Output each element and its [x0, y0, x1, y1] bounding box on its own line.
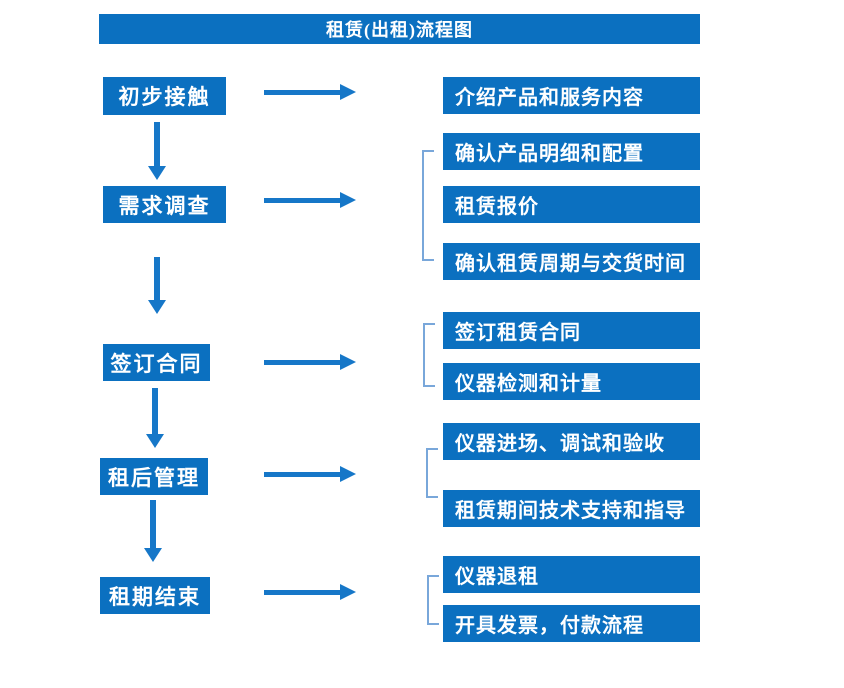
arrow-shaft	[152, 388, 158, 434]
down-arrow-icon	[144, 500, 162, 562]
arrow-head	[144, 548, 162, 562]
arrow-shaft	[154, 122, 160, 166]
arrow-head	[340, 192, 356, 208]
output-box-instrument-testing: 仪器检测和计量	[443, 363, 700, 400]
down-arrow-icon	[148, 122, 166, 180]
output-box-introduce-products: 介绍产品和服务内容	[443, 77, 700, 114]
arrow-head	[148, 166, 166, 180]
output-box-tech-support: 租赁期间技术支持和指导	[443, 490, 700, 527]
arrow-head	[340, 466, 356, 482]
arrow-head	[148, 300, 166, 314]
group-bracket	[427, 575, 439, 625]
output-box-sign-rental-contract: 签订租赁合同	[443, 312, 700, 349]
down-arrow-icon	[148, 257, 166, 314]
output-box-rental-quote: 租赁报价	[443, 186, 700, 223]
step-box-demand-survey: 需求调查	[103, 186, 226, 223]
arrow-head	[340, 354, 356, 370]
arrow-shaft	[264, 90, 342, 95]
arrow-shaft	[264, 198, 342, 203]
page-title: 租赁(出租)流程图	[99, 14, 700, 44]
group-bracket	[422, 150, 434, 261]
arrow-shaft	[154, 257, 160, 300]
group-bracket	[423, 323, 435, 387]
step-box-lease-end: 租期结束	[100, 577, 210, 614]
output-box-instrument-return: 仪器退租	[443, 556, 700, 593]
right-arrow-icon	[264, 84, 356, 100]
output-box-confirm-rental-period: 确认租赁周期与交货时间	[443, 243, 700, 280]
arrow-head	[340, 584, 356, 600]
step-box-post-rental-management: 租后管理	[100, 458, 208, 495]
step-box-initial-contact: 初步接触	[103, 77, 226, 115]
step-box-sign-contract: 签订合同	[103, 344, 210, 381]
arrow-shaft	[264, 590, 342, 595]
output-box-confirm-product-details: 确认产品明细和配置	[443, 133, 700, 170]
right-arrow-icon	[264, 192, 356, 208]
right-arrow-icon	[264, 354, 356, 370]
arrow-shaft	[264, 360, 342, 365]
arrow-shaft	[150, 500, 156, 548]
arrow-head	[146, 434, 164, 448]
arrow-head	[340, 84, 356, 100]
output-box-invoice-payment: 开具发票，付款流程	[443, 605, 700, 642]
output-box-instrument-setup: 仪器进场、调试和验收	[443, 423, 700, 460]
arrow-shaft	[264, 472, 342, 477]
down-arrow-icon	[146, 388, 164, 448]
right-arrow-icon	[264, 466, 356, 482]
right-arrow-icon	[264, 584, 356, 600]
group-bracket	[426, 448, 438, 498]
